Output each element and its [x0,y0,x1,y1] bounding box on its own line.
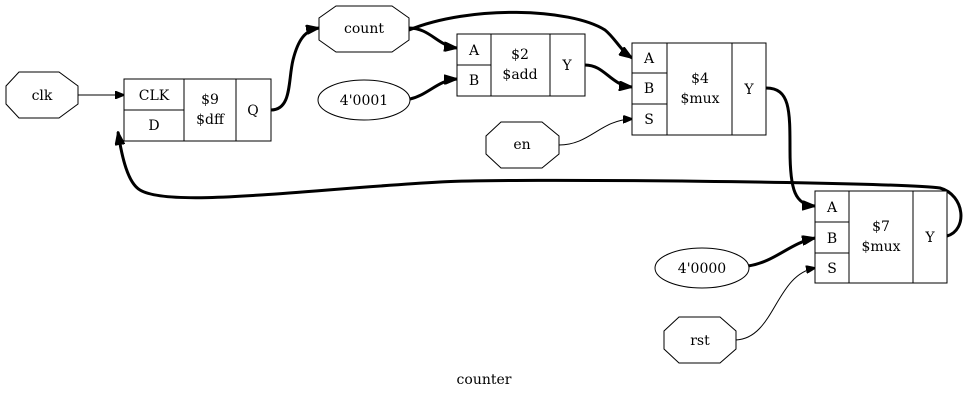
add-cell-id: $2 [511,47,529,63]
wire-rst-to-mux7-s [735,268,815,341]
add-input-a: A [468,43,480,59]
wire-en-to-mux4-s [558,119,632,146]
mux7-input-b: B [827,231,837,247]
port-clk: clk [5,71,79,119]
mux7-cell-id: $7 [872,219,890,235]
wire-q-to-count [270,28,319,112]
port-count-label: count [344,21,384,37]
mux7-cell-type: $mux [861,239,900,255]
add-output-y: Y [561,58,572,74]
wire-add-to-mux4-b [584,63,632,87]
port-en: en [485,121,560,169]
mux4-cell-id: $4 [691,71,709,87]
const-4-0000: 4'0000 [654,247,750,289]
cell-dff: CLK D $9 $dff Q [123,78,272,142]
cell-add: A B $2 $add Y [456,33,586,97]
port-rst-label: rst [690,333,710,349]
const-4-0000-label: 4'0000 [678,261,726,277]
wire-count-to-mux4-a [408,10,632,58]
add-cell-type: $add [502,67,537,83]
dff-input-clk: CLK [139,88,170,104]
wires [78,10,963,341]
port-clk-label: clk [32,88,53,104]
cell-mux4: A B S $4 $mux Y [631,42,767,136]
wire-const0-to-mux7-b [747,238,815,268]
const-4-0001: 4'0001 [317,79,411,121]
wire-mux7-to-dff-d [118,132,963,238]
wire-mux4-to-mux7-a [765,86,815,206]
wire-count-to-add-a [408,26,457,48]
mux4-input-a: A [643,51,655,67]
mux4-output-y: Y [743,82,754,98]
const-4-0001-label: 4'0001 [340,93,388,109]
mux7-output-y: Y [924,230,935,246]
mux4-cell-type: $mux [680,91,719,107]
dff-output-q: Q [247,103,258,119]
mux4-input-s: S [644,112,654,128]
port-en-label: en [513,137,530,153]
diagram-caption: counter [457,372,512,388]
mux7-input-s: S [827,261,837,277]
dff-cell-type: $dff [196,112,225,128]
cell-mux7: A B S $7 $mux Y [814,190,948,284]
dff-cell-id: $9 [201,92,219,108]
wire-const1-to-add-b [409,79,457,101]
port-count: count [318,5,410,53]
mux4-input-b: B [644,81,654,97]
add-input-b: B [469,73,479,89]
dff-input-d: D [148,118,159,134]
mux7-input-a: A [826,200,838,216]
port-rst: rst [663,316,737,364]
